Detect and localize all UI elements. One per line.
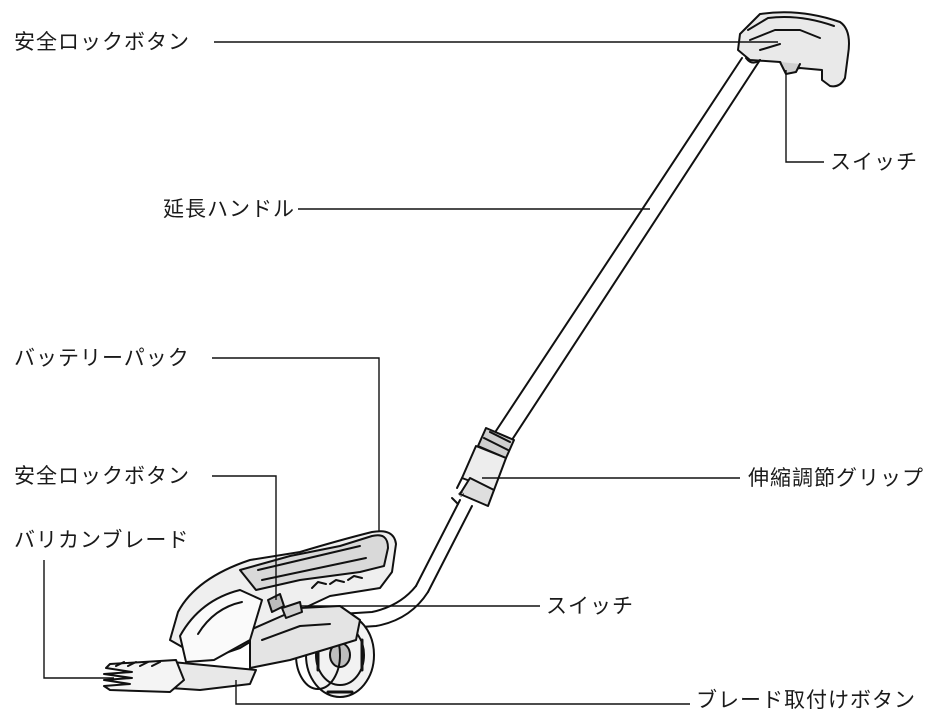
leader-shear-blade	[43, 560, 114, 679]
shear-blade	[103, 659, 185, 693]
leader-battery-pack	[212, 357, 380, 532]
extension-pole	[489, 57, 761, 447]
label-safety-lock-body: 安全ロックボタン	[14, 464, 190, 488]
leader-lines	[43, 41, 824, 705]
switch-trigger-body	[281, 601, 303, 619]
top-handle	[737, 11, 850, 88]
label-switch-body: スイッチ	[546, 594, 634, 618]
lower-pole	[339, 499, 473, 629]
leader-switch-top	[785, 70, 824, 163]
svg-text:◇: ◇	[458, 489, 465, 498]
leader-safety-lock-body	[212, 475, 277, 600]
switch-trigger-top	[779, 61, 801, 75]
label-extension-handle: 延長ハンドル	[163, 197, 295, 221]
label-switch-top: スイッチ	[830, 150, 918, 174]
label-battery-pack: バッテリーパック	[14, 346, 190, 370]
label-shear-blade: バリカンブレード	[14, 528, 190, 552]
shear-body	[169, 530, 397, 691]
telescopic-collar: ◇	[451, 427, 515, 507]
label-safety-lock-top: 安全ロックボタン	[14, 30, 190, 54]
label-telescopic-grip: 伸縮調節グリップ	[748, 466, 924, 490]
leader-blade-release	[235, 680, 690, 705]
label-blade-release: ブレード取付けボタン	[696, 688, 916, 712]
